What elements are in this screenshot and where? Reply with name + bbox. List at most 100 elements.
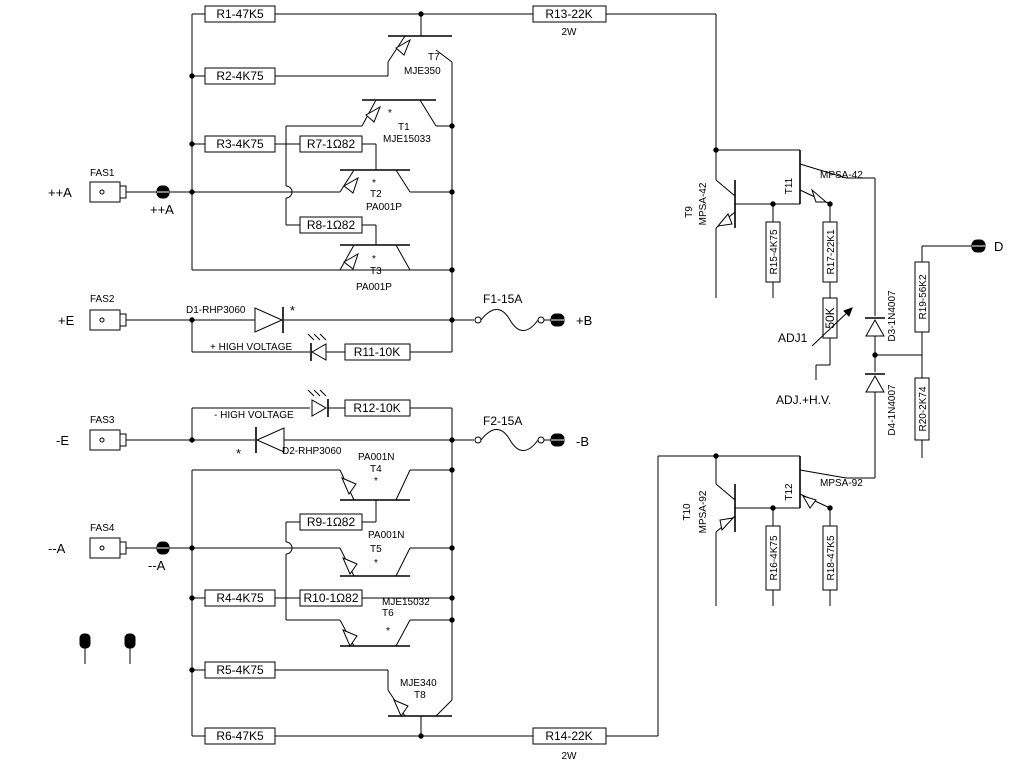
net-label-node-neg-a: --A bbox=[148, 558, 166, 573]
svg-text:R5-4K75: R5-4K75 bbox=[216, 663, 264, 677]
resistor-r15: R15-4K75 bbox=[765, 221, 781, 283]
svg-text:R6-47K5: R6-47K5 bbox=[216, 729, 264, 743]
resistor-r18: R18-47K5 bbox=[822, 525, 838, 591]
svg-text:T7: T7 bbox=[428, 52, 440, 63]
diode-d1: D1-RHP3060 * bbox=[186, 303, 295, 333]
transistor-t4: * T4 PA001N bbox=[339, 452, 411, 501]
resistor-r10: R10-1Ω82 bbox=[299, 589, 363, 607]
diode-d2: D2-RHP3060 * bbox=[236, 427, 342, 461]
resistor-r13-power: 2W bbox=[562, 27, 578, 38]
svg-text:T12: T12 bbox=[784, 483, 795, 501]
ground-terminals bbox=[79, 633, 136, 664]
net-label-neg-a: --A bbox=[48, 541, 66, 556]
svg-text:R1-47K5: R1-47K5 bbox=[216, 7, 264, 21]
star-t6: * bbox=[386, 626, 390, 637]
resistor-r9: R9-1Ω82 bbox=[299, 513, 363, 531]
terminal-neg-a: --A bbox=[148, 541, 170, 573]
terminal-pos-a: ++A bbox=[150, 185, 174, 217]
led-neg-high-voltage: - HIGH VOLTAGE bbox=[214, 389, 329, 421]
svg-text:FAS3: FAS3 bbox=[90, 415, 115, 426]
resistor-r19: R19-56K2 bbox=[914, 261, 930, 333]
led-pos-high-voltage: + HIGH VOLTAGE bbox=[210, 333, 327, 361]
transistor-t8: MJE340 T8 bbox=[387, 670, 452, 718]
resistor-r5: R5-4K75 bbox=[204, 661, 276, 679]
svg-text:T2: T2 bbox=[370, 189, 382, 200]
resistor-r17: R17-22K1 bbox=[822, 221, 838, 283]
svg-text:R8-1Ω82: R8-1Ω82 bbox=[307, 218, 356, 232]
terminal-d: D bbox=[971, 239, 1003, 254]
resistor-r2: R2-4K75 bbox=[204, 67, 276, 85]
svg-text:FAS2: FAS2 bbox=[90, 294, 115, 305]
svg-text:+ HIGH VOLTAGE: + HIGH VOLTAGE bbox=[210, 342, 292, 353]
resistor-r3: R3-4K75 bbox=[204, 135, 276, 153]
svg-text:PA001P: PA001P bbox=[366, 202, 402, 213]
net-label-neg-e: -E bbox=[56, 433, 69, 448]
resistor-r12: R12-10K bbox=[344, 399, 411, 417]
diode-d3: D3-1N4007 bbox=[865, 290, 898, 342]
faston-fas4: FAS4 --A bbox=[48, 523, 127, 559]
svg-text:MJE340: MJE340 bbox=[400, 678, 437, 689]
net-label-pos-a: ++A bbox=[48, 185, 72, 200]
svg-text:MJE15032: MJE15032 bbox=[382, 597, 430, 608]
svg-text:FAS4: FAS4 bbox=[90, 523, 115, 534]
resistor-r20: R20-2K74 bbox=[914, 377, 930, 441]
fuse-f1: F1-15A bbox=[474, 292, 551, 331]
svg-text:R7-1Ω82: R7-1Ω82 bbox=[307, 137, 356, 151]
resistor-r7: R7-1Ω82 bbox=[299, 135, 363, 153]
star-t2: * bbox=[372, 178, 376, 189]
svg-text:T10: T10 bbox=[682, 503, 693, 521]
svg-text:T1: T1 bbox=[398, 122, 410, 133]
resistor-r11: R11-10K bbox=[344, 343, 411, 361]
svg-text:R20-2K74: R20-2K74 bbox=[918, 386, 929, 431]
transistor-t2: * T2 PA001P bbox=[339, 169, 411, 213]
svg-text:R16-4K75: R16-4K75 bbox=[769, 535, 780, 580]
svg-text:R14-22K: R14-22K bbox=[545, 729, 592, 743]
transistor-t11: T11 MPSA-42 bbox=[784, 150, 863, 205]
svg-text:MJE15033: MJE15033 bbox=[383, 134, 431, 145]
svg-text:R17-22K1: R17-22K1 bbox=[826, 229, 837, 274]
svg-text:F1-15A: F1-15A bbox=[483, 292, 522, 306]
star-t3: * bbox=[372, 254, 376, 265]
fuse-f2: F2-15A bbox=[474, 414, 551, 451]
svg-text:50K: 50K bbox=[823, 307, 837, 328]
net-label-pos-b: +B bbox=[576, 313, 592, 328]
net-label-node-pos-a: ++A bbox=[150, 202, 174, 217]
svg-text:R15-4K75: R15-4K75 bbox=[769, 229, 780, 274]
net-label-d: D bbox=[994, 239, 1003, 254]
wiring-neg-supply bbox=[126, 407, 474, 441]
svg-text:R4-4K75: R4-4K75 bbox=[216, 591, 264, 605]
svg-text:T3: T3 bbox=[370, 266, 382, 277]
svg-text:T5: T5 bbox=[370, 544, 382, 555]
star-t4: * bbox=[374, 476, 378, 487]
resistor-r6: R6-47K5 bbox=[204, 727, 276, 745]
svg-text:D4-1N4007: D4-1N4007 bbox=[887, 384, 898, 436]
resistor-r8: R8-1Ω82 bbox=[299, 216, 363, 234]
svg-text:- HIGH VOLTAGE: - HIGH VOLTAGE bbox=[214, 410, 294, 421]
resistor-r1: R1-47K5 bbox=[204, 5, 276, 23]
resistor-r14: R14-22K 2W bbox=[532, 727, 607, 762]
net-label-neg-b: -B bbox=[576, 434, 589, 449]
svg-text:T8: T8 bbox=[414, 690, 426, 701]
svg-text:R3-4K75: R3-4K75 bbox=[216, 137, 264, 151]
svg-text:PA001P: PA001P bbox=[356, 282, 392, 293]
svg-text:T9: T9 bbox=[684, 206, 695, 218]
svg-text:D2-RHP3060: D2-RHP3060 bbox=[282, 446, 342, 457]
faston-fas2: FAS2 +E bbox=[58, 294, 127, 331]
transistor-t3: * T3 PA001P bbox=[339, 244, 411, 293]
star-d1: * bbox=[290, 303, 295, 318]
transistor-t7: T7 MJE350 bbox=[387, 35, 452, 77]
diode-d4: D4-1N4007 bbox=[865, 373, 898, 436]
star-t5: * bbox=[374, 558, 378, 569]
svg-text:R11-10K: R11-10K bbox=[354, 345, 400, 359]
terminal-pos-b: +B bbox=[550, 313, 592, 328]
net-label-pos-e: +E bbox=[58, 313, 75, 328]
svg-text:R2-4K75: R2-4K75 bbox=[216, 69, 264, 83]
resistor-r13: R13-22K 2W bbox=[532, 5, 607, 38]
svg-text:F2-15A: F2-15A bbox=[483, 414, 522, 428]
svg-text:R13-22K: R13-22K bbox=[545, 7, 592, 21]
trimmer-adj1: 50K ADJ1 ADJ.+H.V. bbox=[776, 297, 853, 407]
resistor-r16: R16-4K75 bbox=[765, 525, 781, 591]
svg-text:MJE350: MJE350 bbox=[404, 66, 441, 77]
svg-text:R9-1Ω82: R9-1Ω82 bbox=[307, 515, 356, 529]
svg-text:PA001N: PA001N bbox=[368, 530, 405, 541]
